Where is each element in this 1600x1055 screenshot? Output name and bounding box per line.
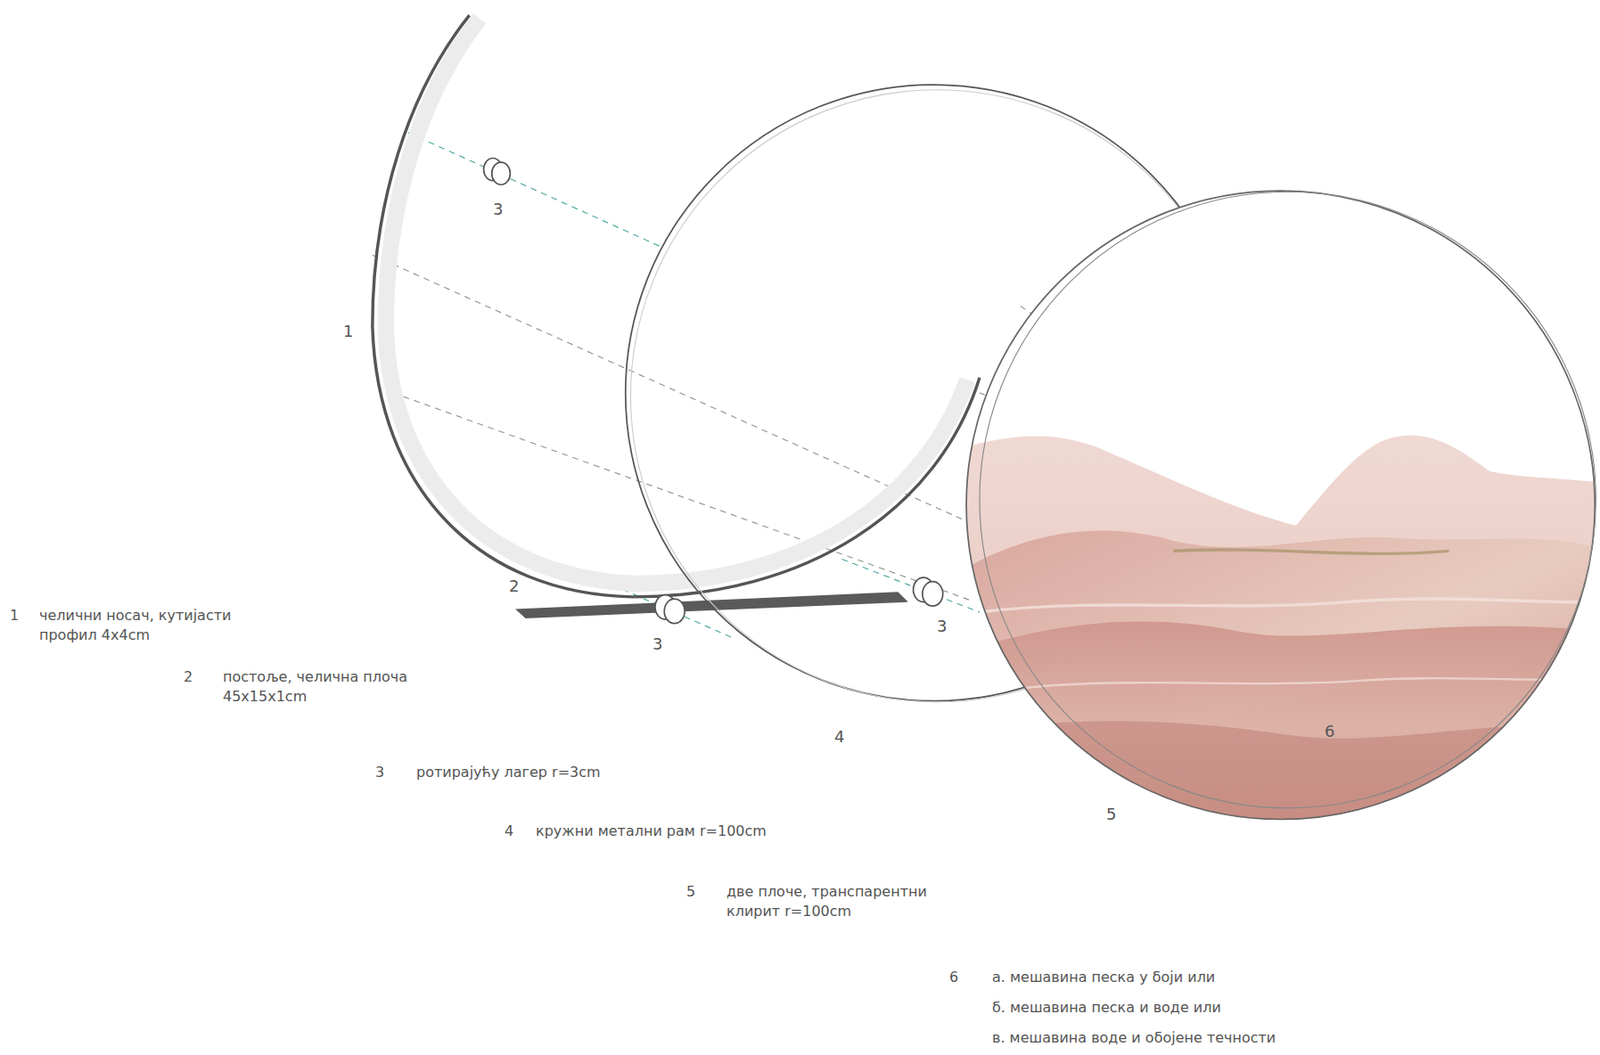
part-description: в. мешавина воде и обојене течности — [992, 1028, 1276, 1049]
bearings — [484, 157, 944, 624]
callout-number: 2 — [508, 576, 519, 597]
part-description: б. мешавина песка и воде или — [992, 998, 1222, 1018]
callout-number: 6 — [1324, 722, 1335, 742]
list-number: 3 — [375, 763, 385, 783]
callout-number: 4 — [834, 727, 845, 747]
list-number: 2 — [183, 667, 193, 688]
callout-number: 3 — [652, 634, 663, 655]
list-number: 5 — [686, 882, 696, 903]
base-plate — [515, 591, 909, 619]
part-description: а. мешавина песка у боји или — [992, 968, 1215, 988]
callout-number: 3 — [936, 616, 947, 637]
list-number: 4 — [504, 821, 514, 842]
part-description: ротирајућу лагер r=3cm — [416, 763, 601, 783]
part-description: постоље, челична плоча 45x15x1cm — [222, 667, 418, 707]
part-description: челични носач, кутијасти профил 4x4cm — [39, 606, 244, 646]
list-number: 1 — [9, 606, 19, 626]
acrylic-plates — [959, 190, 1600, 837]
part-description: кружни метални рам r=100cm — [535, 821, 767, 842]
callout-number: 1 — [343, 321, 353, 342]
callout-number: 3 — [492, 199, 503, 220]
steel-bracket — [372, 15, 980, 598]
list-number: 6 — [949, 968, 959, 988]
part-description: две плоче, транспарентни клирит r=100cm — [726, 882, 961, 922]
callout-number: 5 — [1106, 804, 1116, 825]
